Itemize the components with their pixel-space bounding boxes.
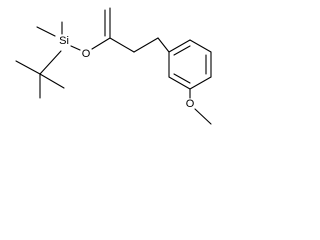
bond-tbu-to-si xyxy=(39,50,62,75)
ethylene-linker xyxy=(109,37,170,53)
ring-inner-double-3 xyxy=(173,73,191,84)
chemical-structure-diagram: Si O O xyxy=(15,7,212,125)
atom-labels: Si O O xyxy=(59,35,195,110)
ring-bond-5 xyxy=(168,76,191,90)
bond-linker-1 xyxy=(109,37,135,53)
bond-tbu-methyl-left xyxy=(15,60,41,75)
bond-si-to-oxygen xyxy=(70,45,81,51)
silicon-atom-label: Si xyxy=(59,35,69,47)
ring-inner-double-1 xyxy=(173,45,191,56)
methoxy-group xyxy=(189,88,212,125)
silyl-bonds xyxy=(36,21,81,51)
vinyl-group xyxy=(91,7,111,50)
silyl-ether-oxygen-label: O xyxy=(82,48,91,60)
ring-bond-2 xyxy=(189,39,212,53)
ring-bond-4 xyxy=(189,76,212,90)
bond-linker-2 xyxy=(133,37,159,53)
bond-si-methyl-left xyxy=(36,26,56,37)
ring-bond-1 xyxy=(168,39,191,53)
bond-methoxy-oxygen-to-methyl xyxy=(194,108,212,125)
tert-butyl-group xyxy=(15,50,65,99)
benzene-ring xyxy=(168,39,212,90)
bond-tbu-methyl-right xyxy=(39,73,65,89)
methoxy-oxygen-label: O xyxy=(186,98,195,110)
bond-oxygen-to-vinyl-carbon xyxy=(91,37,111,50)
bond-linker-to-ring xyxy=(157,37,170,53)
